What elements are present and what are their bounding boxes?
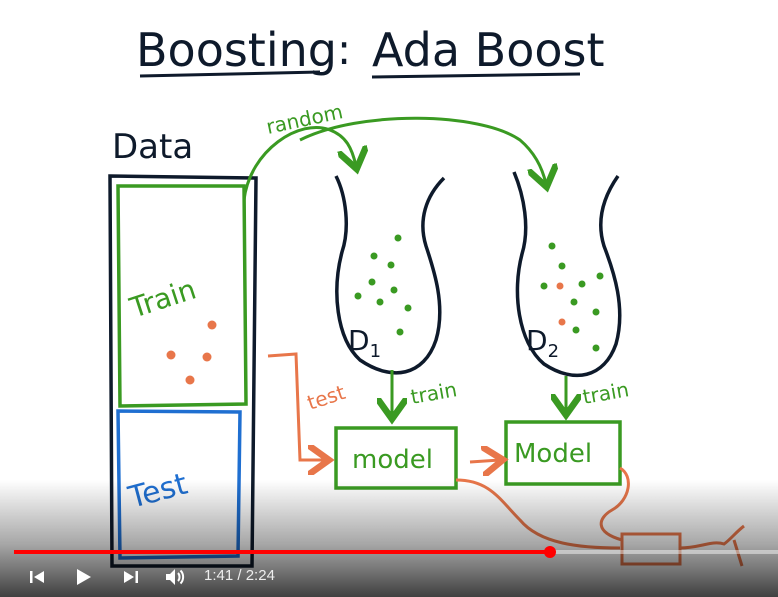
time-display: 1:41 / 2:24: [204, 567, 275, 584]
title-colon: :: [337, 25, 351, 74]
time-current: 1:41: [204, 567, 234, 584]
train-label: Train: [125, 273, 200, 325]
train-points: [166, 320, 217, 385]
d2-point: [592, 308, 600, 316]
train-point: [207, 320, 217, 330]
d2-point: [558, 318, 566, 326]
output-arrow: [679, 524, 745, 567]
funnel-d1-points: [354, 234, 412, 336]
progress-fill: [14, 550, 550, 554]
player-controls: 1:41 / 2:24: [0, 562, 778, 597]
previous-icon: [28, 568, 46, 586]
previous-button[interactable]: [24, 562, 50, 592]
funnel-d2-points: [540, 242, 604, 352]
d1-point: [387, 261, 395, 269]
next-icon: [122, 568, 140, 586]
model-to-model-arrow: [469, 460, 500, 462]
train-arrow-2-label: train: [581, 377, 631, 409]
d2-point: [572, 326, 580, 334]
title: Boosting : Ada Boost: [136, 23, 605, 79]
d1-point: [370, 252, 378, 260]
d1-point: [368, 278, 376, 286]
combiner-box: [620, 532, 682, 566]
d2-point: [570, 298, 578, 306]
d1-point: [354, 292, 362, 300]
d1-point: [394, 234, 402, 242]
d2-point: [540, 282, 548, 290]
volume-icon: [164, 567, 186, 587]
train-point: [202, 352, 212, 362]
random-arrow-d2: [299, 116, 546, 184]
funnel-d2: [512, 171, 622, 378]
play-button[interactable]: [70, 562, 96, 592]
test-arrow-label: test: [304, 380, 348, 415]
output-line-1: [455, 478, 621, 550]
train-point: [185, 375, 195, 385]
d2-point: [592, 344, 600, 352]
test-label: Test: [124, 467, 191, 516]
progress-bar[interactable]: [14, 546, 778, 558]
volume-button[interactable]: [160, 562, 190, 592]
d2-point: [558, 262, 566, 270]
d1-point: [396, 328, 404, 336]
title-adaboost: Ada Boost: [372, 23, 605, 77]
random-label: random: [264, 99, 345, 139]
model-2-label: Model: [514, 439, 592, 469]
next-button[interactable]: [118, 562, 144, 592]
d1-point: [390, 286, 398, 294]
time-total: 2:24: [245, 567, 275, 584]
title-boosting: Boosting: [136, 23, 337, 77]
random-arrow-d1: [242, 126, 356, 201]
d2-label: D2: [526, 324, 559, 362]
output-line-2: [599, 466, 630, 542]
train-box: [116, 184, 248, 408]
funnel-d1: [334, 175, 446, 375]
d1-label: D1: [348, 324, 381, 362]
play-icon: [73, 567, 93, 587]
progress-scrubber[interactable]: [543, 546, 556, 558]
title-underline-left: [139, 70, 321, 78]
title-underline-right: [371, 72, 581, 79]
train-arrow-1-label: train: [409, 377, 459, 409]
train-point: [166, 350, 176, 360]
d1-point: [404, 304, 412, 312]
d2-point: [596, 272, 604, 280]
model-1-label: model: [352, 445, 433, 475]
d2-point: [548, 242, 556, 250]
d2-point: [556, 282, 564, 290]
data-label: Data: [112, 127, 193, 167]
test-arrow: [267, 352, 326, 460]
d1-point: [376, 298, 384, 306]
d2-point: [578, 280, 586, 288]
time-separator: /: [233, 567, 246, 584]
